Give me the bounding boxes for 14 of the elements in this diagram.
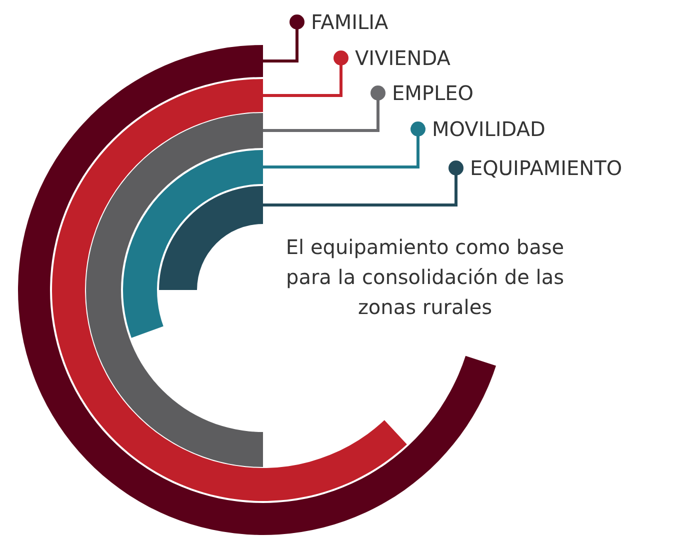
- leader-line: [263, 160, 464, 206]
- leader-line: [263, 122, 426, 168]
- leader-line: [263, 86, 386, 132]
- leader-line: [263, 50, 348, 97]
- category-label: VIVIENDA: [355, 46, 450, 70]
- ring-segment: [159, 186, 263, 290]
- description-text: El equipamiento como base para la consolidación de las zonas rurales: [284, 234, 566, 321]
- leader-line: [263, 14, 304, 62]
- category-label: EMPLEO: [392, 81, 474, 105]
- category-label: FAMILIA: [311, 10, 388, 34]
- category-label: EQUIPAMIENTO: [470, 156, 622, 180]
- category-label: MOVILIDAD: [432, 117, 546, 141]
- ring-segment: [123, 150, 263, 338]
- ring-segment: [86, 113, 263, 467]
